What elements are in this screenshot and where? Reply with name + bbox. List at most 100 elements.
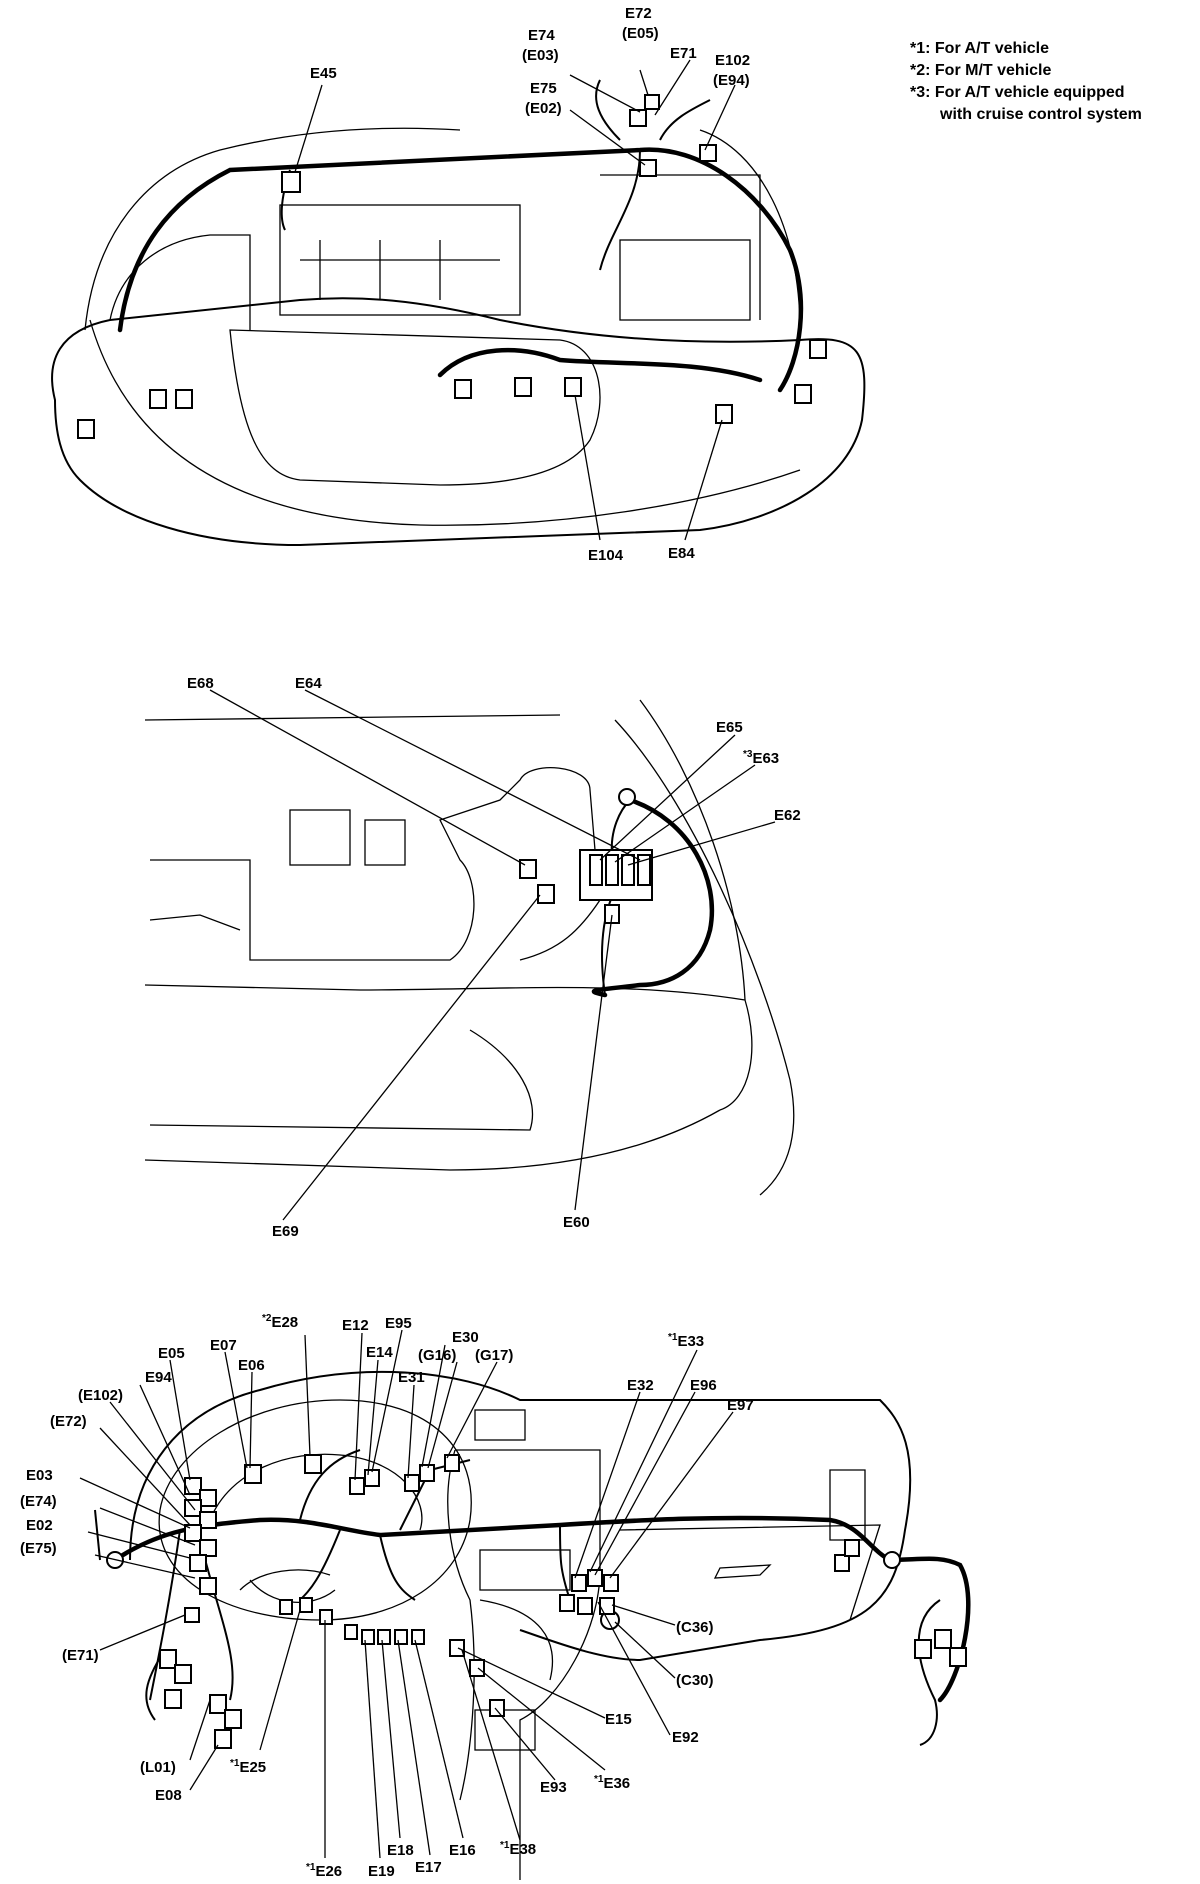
panel-instrument-panel: E07 *2E28 E12 E95 E30 E05 E06 E14 (G16) …	[20, 1313, 971, 1880]
connector-E63	[605, 854, 619, 886]
main-harness-left	[117, 147, 804, 393]
label-E84: E84	[668, 545, 695, 562]
label-L01: (L01)	[140, 1759, 176, 1776]
vent-left	[474, 1409, 526, 1441]
reservoir-tank-2	[364, 819, 406, 866]
label-C36: (C36)	[676, 1619, 714, 1636]
engine-outline	[150, 767, 601, 961]
label-E08: E08	[155, 1787, 182, 1804]
label-E92: E92	[672, 1729, 699, 1746]
dashboard-outline	[129, 1370, 912, 1662]
right-vent	[829, 1469, 866, 1541]
label-E07: E07	[210, 1337, 237, 1354]
label-E71: (E71)	[62, 1647, 99, 1664]
connector-E45	[281, 171, 301, 193]
note-3: *3: For A/T vehicle equipped	[910, 84, 1125, 101]
grommet	[618, 788, 636, 806]
fuse-box	[619, 239, 751, 321]
bumper-inner-line	[89, 319, 801, 526]
label-E95: E95	[385, 1315, 412, 1332]
label-E12: E12	[342, 1317, 369, 1334]
bumper-top	[144, 984, 753, 1111]
label-E72: E72	[625, 5, 652, 22]
label-E102: (E102)	[78, 1387, 123, 1404]
connector-E28	[304, 1454, 322, 1474]
panel-engine-compartment: E72 (E05) E74 (E03) E71 E102 (E94) E75 (…	[51, 5, 866, 564]
connector-E71	[629, 109, 647, 127]
label-E72: (E72)	[50, 1413, 87, 1430]
engine-block	[279, 204, 521, 316]
label-E65: E65	[716, 719, 743, 736]
label-C30: (C30)	[676, 1672, 714, 1689]
label-E17: E17	[415, 1859, 442, 1876]
label-E45: E45	[310, 65, 337, 82]
panel-relay-box: E68 E64 E65 *3E63 E62 E69 E60	[144, 675, 801, 1240]
steering-wheel-outer	[158, 1399, 472, 1621]
label-G16: (G16)	[418, 1347, 456, 1364]
label-E03: E03	[26, 1467, 53, 1484]
note-2: *2: For M/T vehicle	[910, 62, 1051, 79]
label-E38: *1E38	[500, 1840, 536, 1858]
connector-E102	[699, 144, 717, 162]
connector-E104	[564, 377, 582, 397]
reservoir-tank-1	[289, 809, 351, 866]
connector-E69	[537, 884, 555, 904]
label-E05: (E05)	[622, 25, 659, 42]
label-E03: (E03)	[522, 47, 559, 64]
label-E36: *1E36	[594, 1774, 630, 1792]
label-E62: E62	[774, 807, 801, 824]
fender-curve-inner	[639, 699, 746, 1001]
label-E16: E16	[449, 1842, 476, 1859]
label-E02: (E02)	[525, 100, 562, 117]
radio-panel	[479, 1549, 571, 1591]
label-E06: E06	[238, 1357, 265, 1374]
label-E74: (E74)	[20, 1493, 57, 1510]
label-E63: *3E63	[743, 749, 779, 767]
label-E94: (E94)	[713, 72, 750, 89]
label-E75: (E75)	[20, 1540, 57, 1557]
label-E71: E71	[670, 45, 697, 62]
note-1: *1: For A/T vehicle	[910, 40, 1049, 57]
label-E02: E02	[26, 1517, 53, 1534]
label-E74: E74	[528, 27, 555, 44]
label-E97: E97	[727, 1397, 754, 1414]
grille-outline	[229, 329, 601, 486]
fender-curve-outer	[614, 719, 795, 1196]
ip-grommet-right	[883, 1551, 901, 1569]
label-E32: E32	[627, 1377, 654, 1394]
label-E05: E05	[158, 1345, 185, 1362]
label-E18: E18	[387, 1842, 414, 1859]
label-G17: (G17)	[475, 1347, 513, 1364]
label-E64: E64	[295, 675, 322, 692]
bumper-bottom	[144, 1109, 721, 1171]
connector-E62	[621, 854, 635, 886]
label-E68: E68	[187, 675, 214, 692]
ip-main-harness	[112, 1515, 893, 1563]
connector-E64	[637, 854, 651, 886]
label-E75: E75	[530, 80, 557, 97]
label-E93: E93	[540, 1779, 567, 1796]
footnote-legend: *1: For A/T vehicle *2: For M/T vehicle …	[910, 40, 1142, 123]
glovebox-line	[619, 1524, 881, 1621]
connector-E72	[644, 94, 660, 110]
connector-E65	[589, 854, 603, 886]
label-E30: E30	[452, 1329, 479, 1346]
label-E94: E94	[145, 1369, 172, 1386]
label-E14: E14	[366, 1344, 393, 1361]
connector-E60	[604, 904, 620, 924]
label-E102: E102	[715, 52, 750, 69]
label-E25: *1E25	[230, 1758, 266, 1776]
connector-E68	[519, 859, 537, 879]
label-E28: *2E28	[262, 1313, 298, 1331]
label-E15: E15	[605, 1711, 632, 1728]
connector-E06	[244, 1464, 262, 1484]
inner-fender-left	[109, 234, 251, 330]
label-E31: E31	[398, 1369, 425, 1386]
label-E60: E60	[563, 1214, 590, 1231]
label-E19: E19	[368, 1863, 395, 1880]
label-E104: E104	[588, 547, 624, 564]
label-E26: *1E26	[306, 1862, 342, 1880]
label-E96: E96	[690, 1377, 717, 1394]
harness-front	[437, 347, 763, 383]
